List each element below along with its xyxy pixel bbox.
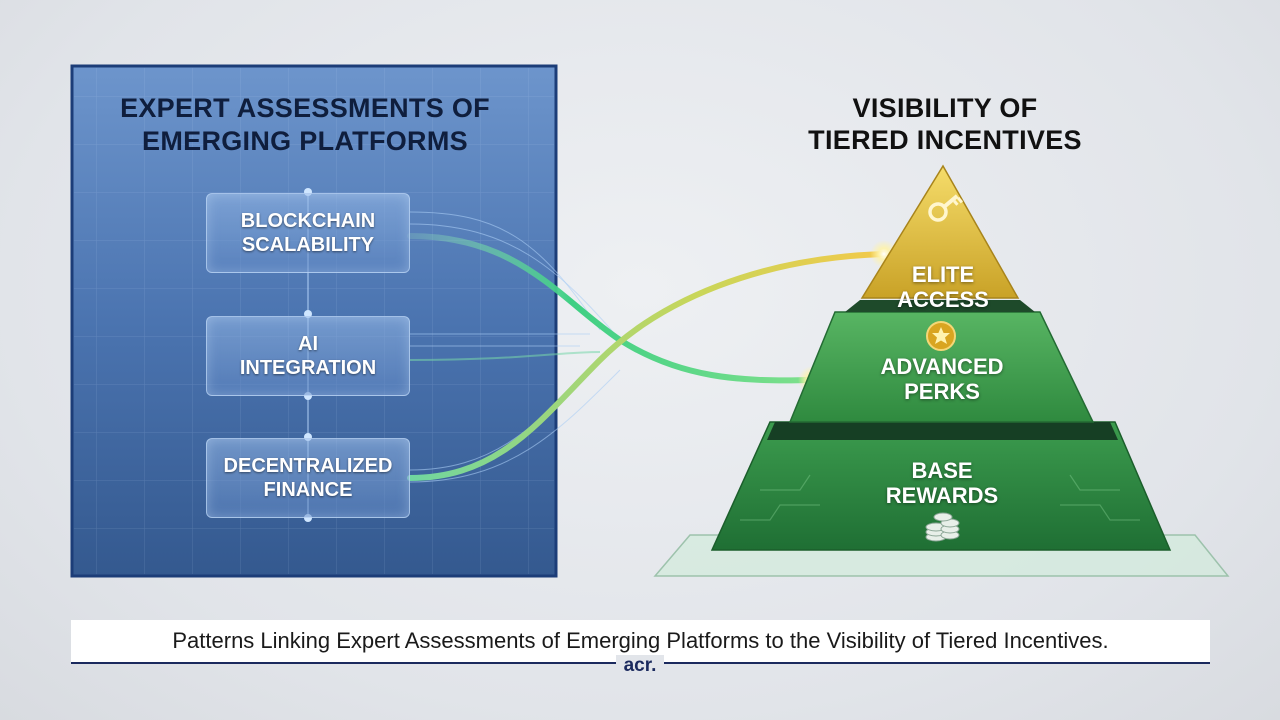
tier-label-line2: ACCESS	[897, 287, 989, 312]
tier-advanced-perks: ADVANCED PERKS	[842, 354, 1042, 404]
tier-elite-shape	[860, 164, 1020, 299]
node-label-line2: INTEGRATION	[239, 357, 377, 379]
node-label-line2: SCALABILITY	[241, 234, 375, 256]
tier-label-line2: REWARDS	[885, 483, 999, 508]
assessments-title-line1: EXPERT ASSESSMENTS OF	[120, 93, 490, 123]
key-icon	[928, 194, 964, 222]
node-label-line2: FINANCE	[263, 479, 353, 501]
tier-label-line1: ELITE	[911, 262, 975, 287]
tier-base-rewards: BASE REWARDS	[842, 458, 1042, 508]
node-decentralized-finance: DECENTRALIZED FINANCE	[206, 438, 410, 518]
incentives-title-line1: VISIBILITY OF	[852, 93, 1038, 123]
caption-bar: Patterns Linking Expert Assessments of E…	[71, 620, 1210, 664]
caption-text: Patterns Linking Expert Assessments of E…	[172, 628, 1109, 653]
assessments-title-line2: EMERGING PLATFORMS	[142, 126, 468, 156]
coins-icon	[925, 512, 960, 542]
tier-label-line1: BASE	[911, 458, 973, 483]
node-blockchain-scalability: BLOCKCHAIN SCALABILITY	[206, 193, 410, 273]
flow-defi-to-elite	[407, 251, 887, 481]
tier-label-line2: PERKS	[904, 379, 980, 404]
tier-elite-access: ELITE ACCESS	[860, 262, 1026, 312]
assessments-title: EXPERT ASSESSMENTS OF EMERGING PLATFORMS	[90, 92, 520, 158]
node-ai-integration: AI INTEGRATION	[206, 316, 410, 396]
node-label-line1: AI	[298, 333, 318, 355]
tier-label-line1: ADVANCED	[880, 354, 1004, 379]
incentives-title: VISIBILITY OF TIERED INCENTIVES	[770, 92, 1120, 156]
node-label-line1: DECENTRALIZED	[223, 455, 393, 477]
incentives-title-line2: TIERED INCENTIVES	[808, 125, 1082, 155]
brand-mark: acr.	[0, 655, 1280, 677]
node-label-line1: BLOCKCHAIN	[240, 210, 376, 232]
star-badge-icon	[926, 321, 956, 351]
brand-logo-text: acr.	[615, 655, 665, 677]
